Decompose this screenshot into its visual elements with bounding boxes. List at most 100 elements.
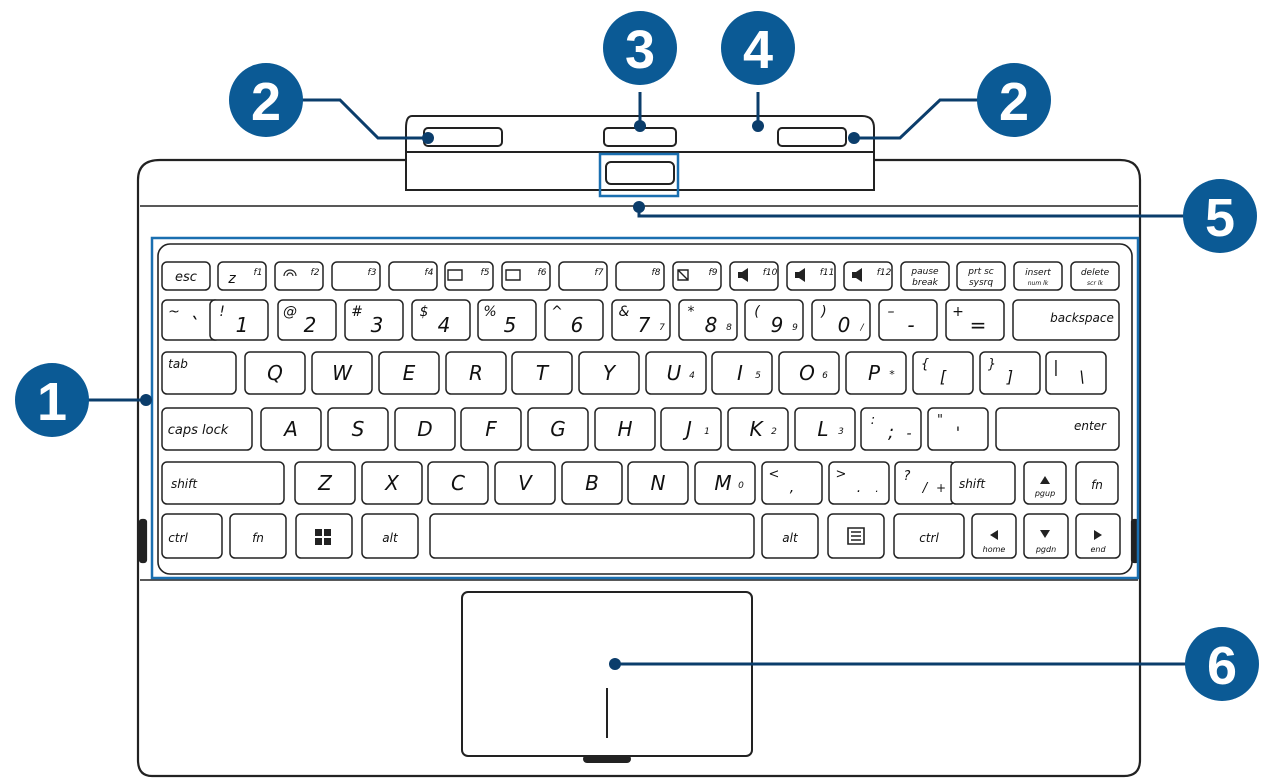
arrow-up-icon	[1040, 476, 1050, 484]
key-row2-shift-0: ~	[168, 304, 180, 320]
key-K-label: K	[749, 417, 764, 441]
latch-highlight	[598, 152, 680, 198]
key-row1-15	[1013, 261, 1063, 291]
key-rbracket: ]	[1006, 367, 1013, 386]
key-row3-4	[511, 351, 573, 395]
key-colon: :	[871, 413, 875, 428]
svg-text:2: 2	[999, 72, 1029, 132]
arrow-down-icon	[1040, 530, 1050, 538]
key-f12-label: f12	[877, 268, 892, 278]
key-row1-7	[558, 261, 608, 291]
key-O-label: O	[799, 361, 815, 385]
key-J-num: 1	[704, 427, 710, 437]
callout-6: 6	[1185, 627, 1259, 701]
key-row2-1	[209, 299, 269, 341]
callout-2-left: 2	[229, 63, 303, 137]
key-row2-9	[744, 299, 804, 341]
key-alt-right	[761, 513, 819, 559]
menu-icon	[847, 527, 865, 545]
key-row2-num-8: 8	[726, 323, 732, 333]
key-prtsc-label: prt sc	[967, 267, 993, 277]
key-row5-letter-1: X	[384, 471, 400, 495]
key-delete-label: delete	[1081, 268, 1110, 278]
key-row2-num-slash: /	[859, 323, 864, 333]
key-row1-3	[331, 261, 381, 291]
key-row1-6	[501, 261, 551, 291]
key-row4-8	[794, 407, 856, 451]
key-sleep-z: z	[227, 271, 236, 287]
key-fn-left	[229, 513, 287, 559]
key-P-num: *	[889, 368, 895, 381]
key-f4-label: f4	[425, 268, 434, 278]
key-fn-right-label: fn	[1091, 478, 1103, 492]
key-row3-letter-2: E	[403, 361, 416, 385]
key-row5-7	[761, 461, 823, 505]
key-row5-letter-2: C	[451, 471, 465, 495]
key-row2-shift-12: +	[952, 304, 964, 320]
key-space	[429, 513, 755, 559]
key-fn-right	[1075, 461, 1119, 505]
mute-icon	[738, 268, 748, 282]
callout-4: 4	[721, 11, 795, 85]
key-lbrace: {	[921, 357, 929, 372]
key-row4-9	[860, 407, 922, 451]
key-row2-8	[678, 299, 738, 341]
key-row2-main-2: 2	[304, 313, 317, 337]
key-row2-11	[878, 299, 938, 341]
key-row1-2	[274, 261, 324, 291]
key-O-num: 6	[822, 371, 828, 381]
key-break-label: break	[912, 278, 938, 288]
svg-text:1: 1	[37, 372, 67, 432]
key-M-num: 0	[738, 481, 744, 491]
key-f9-label: f9	[709, 268, 718, 278]
key-row2-main-5: 5	[504, 313, 517, 337]
arrow-left-icon	[990, 530, 998, 540]
key-row3-letter-5: Y	[603, 361, 617, 385]
key-rbrace: }	[988, 357, 996, 372]
key-tab-label: tab	[168, 357, 188, 371]
key-row2-main-12: =	[970, 313, 987, 337]
key-row3-letter-4: T	[536, 361, 550, 385]
callout-2-right: 2	[977, 63, 1051, 137]
key-enter-label: enter	[1074, 419, 1107, 433]
key-fn-left-label: fn	[252, 531, 264, 545]
key-row2-main-4: 4	[438, 313, 451, 337]
key-row2-shift-5: %	[483, 304, 496, 320]
key-row5-5	[627, 461, 689, 505]
key-row4-letter-4: G	[550, 417, 566, 441]
key-row3-letter-1: W	[332, 361, 353, 385]
key-row4-6	[660, 407, 722, 451]
key-row5-3	[494, 461, 556, 505]
key-row4-3	[460, 407, 522, 451]
key-lt: <	[769, 467, 780, 482]
key-slash: /	[922, 481, 929, 496]
key-pause-label: pause	[910, 267, 939, 277]
volume-down-icon	[795, 268, 805, 282]
key-row2-main-1: 1	[236, 313, 249, 337]
key-row2-2	[277, 299, 337, 341]
key-row2-shift-10: )	[820, 304, 826, 320]
key-row2-main-10: 0	[838, 313, 851, 337]
key-row3-2	[378, 351, 440, 395]
key-row1-5	[444, 261, 494, 291]
key-period-num: .	[875, 482, 879, 495]
key-row5-2	[427, 461, 489, 505]
key-row2-shift-3: #	[351, 304, 363, 320]
svg-text:6: 6	[1207, 636, 1237, 696]
key-row3-6	[645, 351, 707, 395]
key-shift-right	[950, 461, 1016, 505]
arrow-right-icon	[1094, 530, 1102, 540]
key-row2-main-11: -	[907, 313, 914, 337]
key-f7-label: f7	[595, 268, 604, 278]
key-esc-label: esc	[175, 270, 197, 285]
key-J-label: J	[682, 417, 692, 441]
key-f10-label: f10	[763, 268, 778, 278]
key-row3-1	[311, 351, 373, 395]
key-sysrq-label: sysrq	[969, 278, 993, 288]
key-row2-main-6: 6	[571, 313, 584, 337]
key-row5-6	[694, 461, 756, 505]
brightness-icon	[505, 269, 521, 281]
key-I-num: 5	[755, 371, 761, 381]
key-period: .	[857, 480, 861, 496]
